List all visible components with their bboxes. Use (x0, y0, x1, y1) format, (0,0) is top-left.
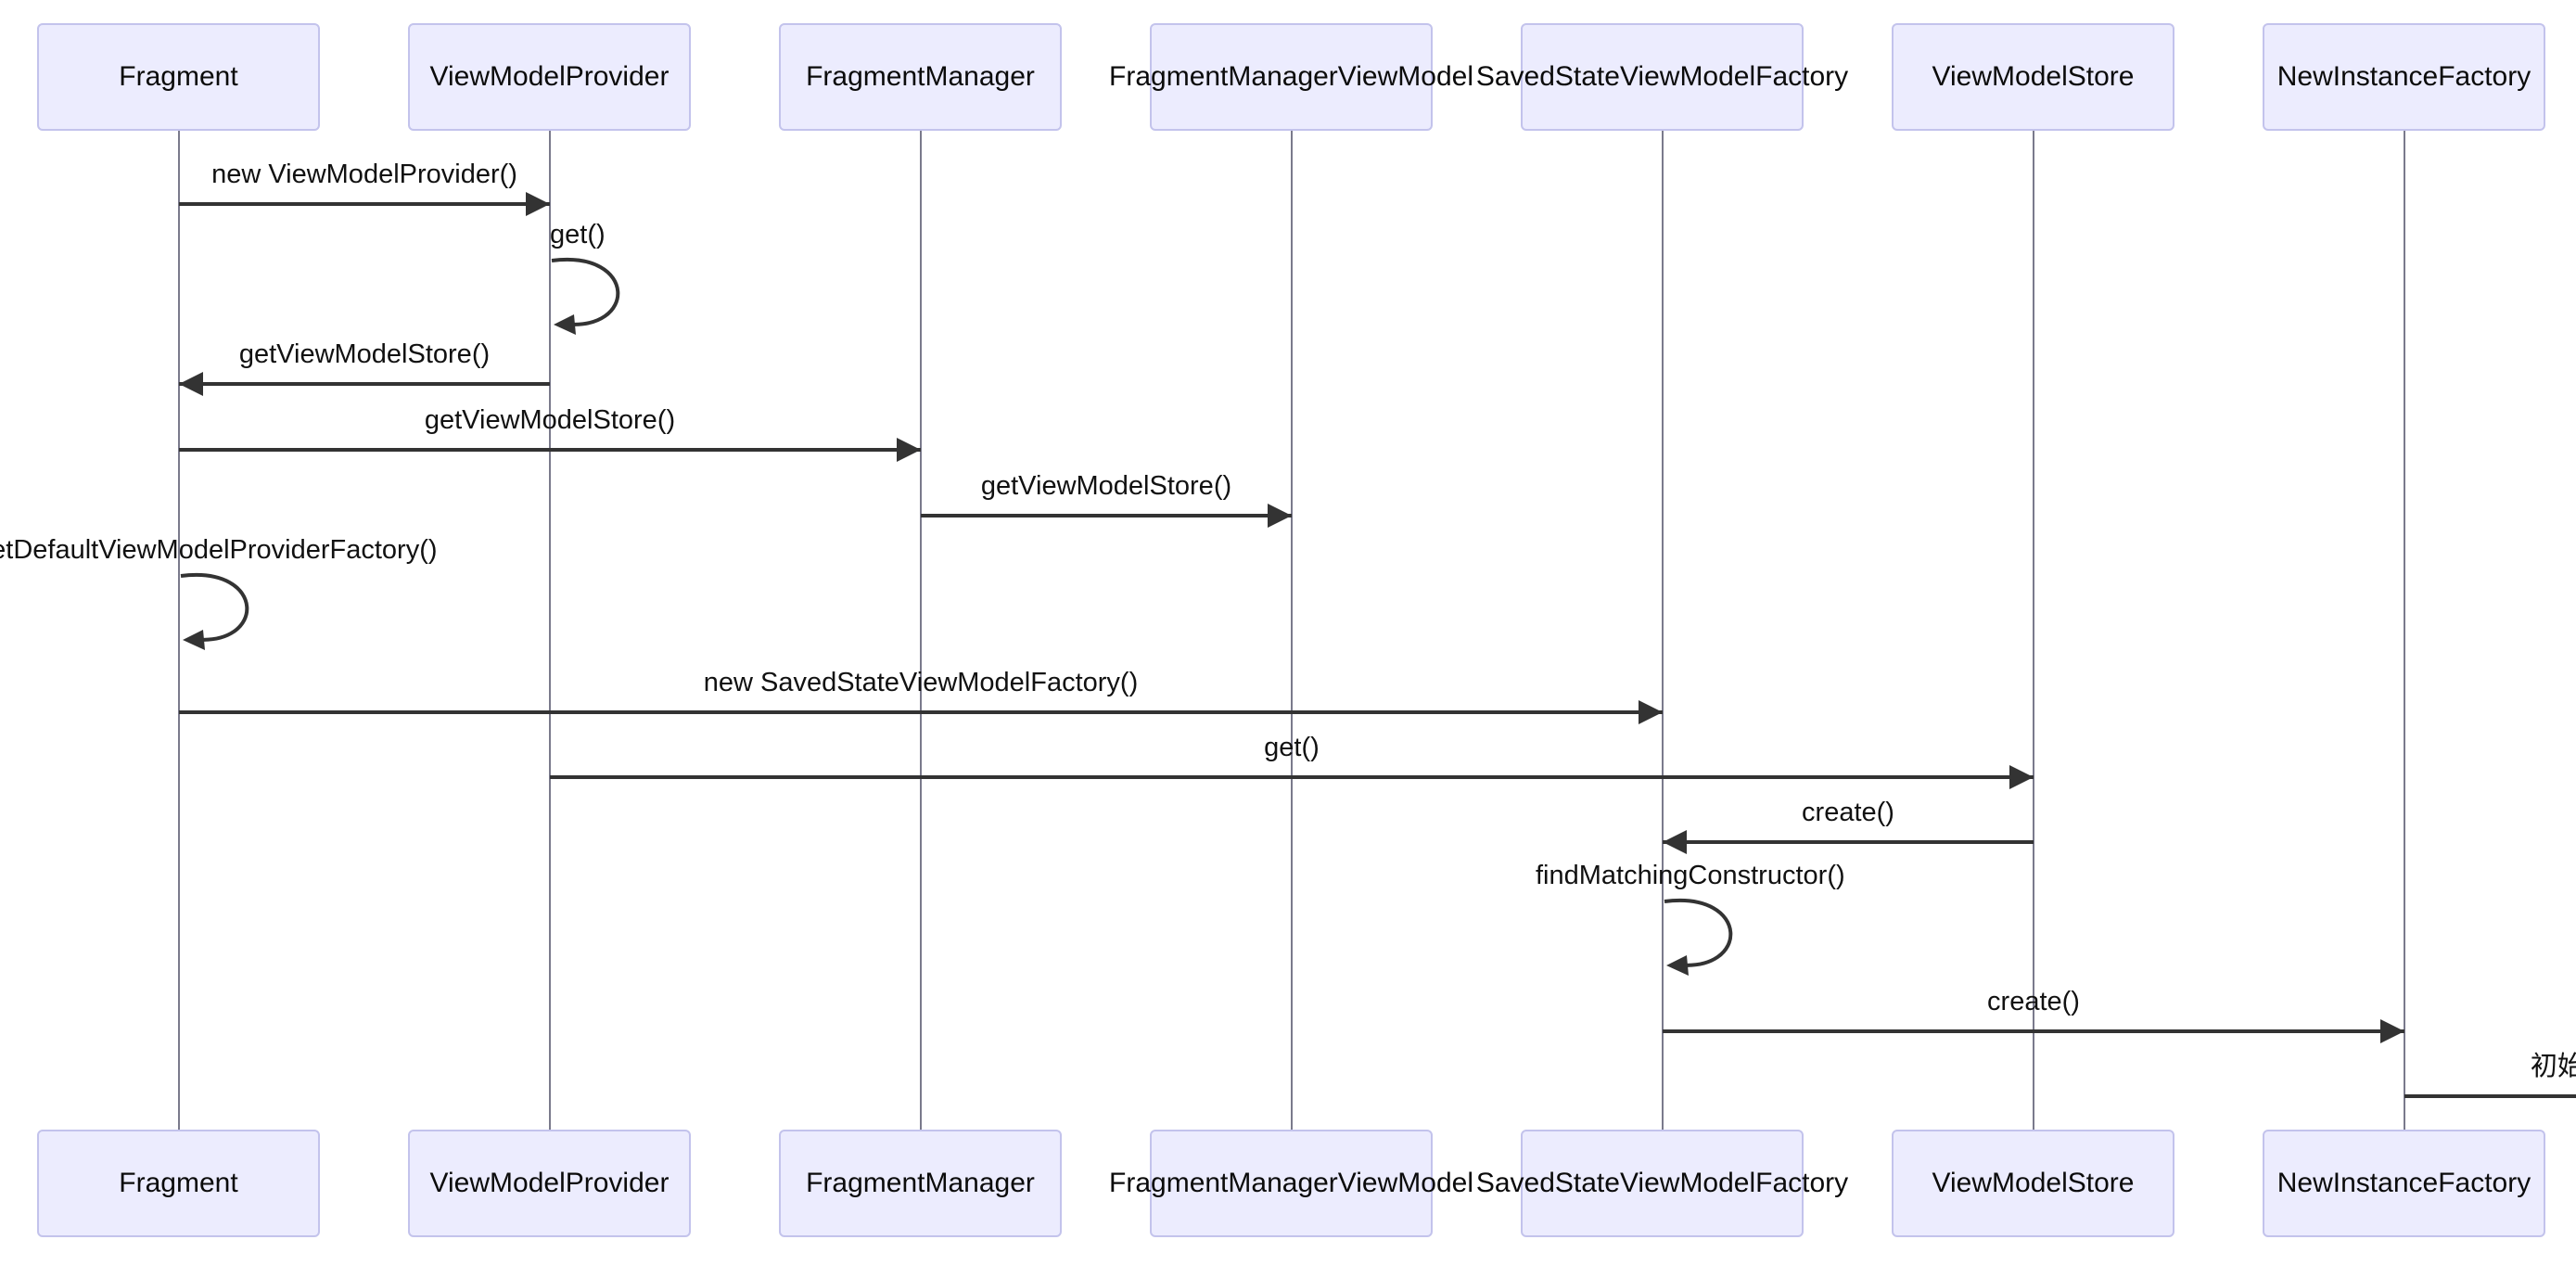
message-label-m2: get() (550, 220, 606, 249)
participant-label: FragmentManagerViewModel (1109, 61, 1473, 92)
message-label-m3: getViewModelStore() (238, 339, 491, 369)
participant-fragment-bottom[interactable]: Fragment (37, 1130, 320, 1237)
arrowhead-m3 (179, 372, 203, 396)
message-label-m10: findMatchingConstructor() (1536, 861, 1845, 890)
arrowhead-m9 (1663, 830, 1687, 854)
participant-viewmodelstore-top[interactable]: ViewModelStore (1892, 23, 2174, 131)
message-line-m1 (179, 202, 550, 206)
message-label-m7: new SavedStateViewModelFactory() (703, 668, 1139, 697)
self-message-m2 (550, 255, 652, 339)
participant-label: Fragment (119, 61, 238, 92)
lifeline-viewmodelprovider (549, 131, 551, 1130)
message-label-m8: get() (1264, 733, 1320, 762)
message-line-m7 (179, 710, 1663, 714)
lifeline-fragmentmanagerviewmodel (1291, 131, 1293, 1130)
message-line-m11 (1663, 1029, 2404, 1033)
participant-fragment-top[interactable]: Fragment (37, 23, 320, 131)
participant-label: ViewModelStore (1932, 1168, 2135, 1198)
self-message-m6 (179, 570, 281, 654)
participant-label: FragmentManagerViewModel (1109, 1168, 1473, 1198)
participant-fragmentmanagerviewmodel-bottom[interactable]: FragmentManagerViewModel (1109, 1130, 1473, 1237)
arrowhead-m11 (2380, 1019, 2404, 1043)
self-message-m10 (1663, 896, 1765, 979)
participant-label: ViewModelProvider (429, 61, 670, 92)
message-label-m9: create() (1802, 798, 1894, 827)
participant-viewmodelprovider-top[interactable]: ViewModelProvider (408, 23, 691, 131)
message-label-m1: new ViewModelProvider() (211, 160, 517, 189)
message-line-m4 (179, 448, 921, 452)
arrowhead-m7 (1639, 700, 1663, 724)
participant-fragmentmanager-top[interactable]: FragmentManager (779, 23, 1062, 131)
message-label-m4: getViewModelStore() (424, 405, 676, 435)
participant-savedstateviewmodelfactory-bottom[interactable]: SavedStateViewModelFactory (1476, 1130, 1848, 1237)
participant-label: SavedStateViewModelFactory (1475, 1168, 1849, 1198)
lifeline-newinstancefactory (2404, 131, 2405, 1130)
arrowhead-m8 (2009, 765, 2034, 789)
lifeline-fragmentmanager (920, 131, 922, 1130)
participant-label: FragmentManager (806, 61, 1035, 92)
participant-newinstancefactory-bottom[interactable]: NewInstanceFactory (2263, 1130, 2545, 1237)
participant-savedstateviewmodelfactory-top[interactable]: SavedStateViewModelFactory (1476, 23, 1848, 131)
lifeline-fragment (178, 131, 180, 1130)
message-line-m8 (550, 775, 2034, 779)
message-line-m5 (921, 514, 1292, 518)
participant-label: NewInstanceFactory (2276, 1168, 2531, 1198)
participant-label: Fragment (119, 1168, 238, 1198)
message-line-m9 (1663, 840, 2034, 844)
arrowhead-m1 (526, 192, 550, 216)
participant-viewmodelprovider-bottom[interactable]: ViewModelProvider (408, 1130, 691, 1237)
participant-fragmentmanager-bottom[interactable]: FragmentManager (779, 1130, 1062, 1237)
message-label-m5: getViewModelStore() (980, 471, 1232, 501)
message-label-m6: getDefaultViewModelProviderFactory() (0, 535, 438, 565)
message-label-m11: create() (1987, 987, 2080, 1016)
arrowhead-m4 (897, 438, 921, 462)
participant-label: SavedStateViewModelFactory (1475, 61, 1849, 92)
message-line-m12 (2404, 1094, 2576, 1098)
message-line-m3 (179, 382, 550, 386)
message-label-m12: 初始化ViewModel (2530, 1052, 2576, 1081)
lifeline-viewmodelstore (2033, 131, 2034, 1130)
arrowhead-m5 (1268, 504, 1292, 528)
participant-label: FragmentManager (806, 1168, 1035, 1198)
participant-fragmentmanagerviewmodel-top[interactable]: FragmentManagerViewModel (1109, 23, 1473, 131)
lifeline-savedstateviewmodelfactory (1662, 131, 1664, 1130)
participant-viewmodelstore-bottom[interactable]: ViewModelStore (1892, 1130, 2174, 1237)
participant-label: ViewModelProvider (429, 1168, 670, 1198)
participant-label: ViewModelStore (1932, 61, 2135, 92)
participant-label: NewInstanceFactory (2276, 61, 2531, 92)
participant-newinstancefactory-top[interactable]: NewInstanceFactory (2263, 23, 2545, 131)
